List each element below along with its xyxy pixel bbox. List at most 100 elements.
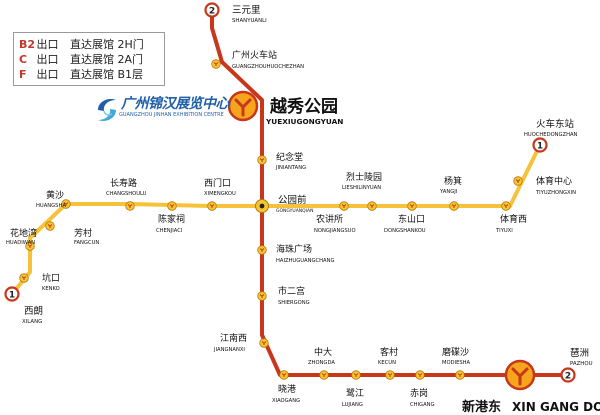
station-name-cn-shiergong: 市二宫 xyxy=(278,285,305,297)
station-name-cn-chenjiaci: 陈家祠 xyxy=(158,213,185,225)
station-name-en-yangji: YANGJI xyxy=(439,189,458,195)
station-name-cn-zhongda: 中大 xyxy=(314,346,332,358)
station-name-en-tiyuzhongxin: TIYUZHONGXIN xyxy=(535,190,576,196)
line-badge-west xyxy=(4,286,20,302)
station-name-cn-haizhuguangchang: 海珠广场 xyxy=(276,243,312,255)
station-name-en-huochedongzhan: HUOCHEDONGZHAN xyxy=(524,132,578,138)
metro-line-2 xyxy=(210,8,570,377)
station-name-cn-fangcun: 芳村 xyxy=(74,227,92,239)
station-name-cn-nongjiangsuo: 农讲所 xyxy=(316,213,343,225)
line-badge-south-east-label: 2 xyxy=(565,371,571,381)
station-name-cn-modiesha: 磨碟沙 xyxy=(442,347,469,358)
station-name-en-haizhuguangchang: HAIZHUGUANGCHANG xyxy=(276,258,334,264)
station-name-cn-guangzhouhuochezhan: 广州火车站 xyxy=(232,49,277,61)
station-name-cn-chigang: 赤岗 xyxy=(410,388,428,399)
station-name-en-kecun: KECUN xyxy=(378,360,396,366)
station-name-en-huadiwan: HUADIWAN xyxy=(6,240,35,246)
station-name-cn-gongyuanqian: 公园前 xyxy=(278,194,307,206)
station-logo-icon xyxy=(47,224,53,228)
station-logo-icon xyxy=(213,62,219,66)
station-name-cn-tiyuzhongxin: 体育中心 xyxy=(536,175,572,187)
legend-code: B2 xyxy=(19,38,36,51)
line-badge-west-label: 1 xyxy=(9,290,15,300)
major-station-name-en-xingangdong: XIN GANG DONG xyxy=(512,400,600,414)
station-name-en-nongjiangsuo: NONGJIANGSUO xyxy=(314,228,356,234)
station-logo-icon xyxy=(503,204,509,208)
station-name-cn-kengkou: 坑口 xyxy=(42,272,60,284)
station-logo-icon xyxy=(409,204,415,208)
station-name-en-lieshilingyuan: LIESHILINYUAN xyxy=(342,185,381,191)
station-name-en-changshoulu: CHANGSHOULU xyxy=(106,191,147,197)
station-name-cn-xiaogang: 晓港 xyxy=(278,383,296,395)
station-name-cn-xilang: 西朗 xyxy=(24,305,43,317)
station-name-en-guangzhouhuochezhan: GUANGZHOUHUOCHEZHAN xyxy=(232,64,304,70)
legend-desc: 直达展馆 B1层 xyxy=(70,68,144,81)
legend-row-f: F 出口 直达展馆 B1层 xyxy=(19,68,143,82)
station-name-en-modiesha: MODIESHA xyxy=(442,360,471,366)
station-logo-icon xyxy=(127,204,133,208)
station-logo-icon xyxy=(417,373,423,377)
station-name-cn-huadiwan: 花地湾 xyxy=(10,227,37,239)
station-logo-icon xyxy=(341,204,347,208)
station-name-cn-kecun: 客村 xyxy=(380,346,398,358)
legend-code: C xyxy=(19,53,28,66)
station-name-cn-pazhou: 琶洲 xyxy=(570,348,589,359)
major-station-marker-xingangdong-logo-icon xyxy=(511,367,529,386)
station-logo-icon xyxy=(515,179,521,183)
station-name-en-xiaogang: XIAOGANG xyxy=(272,398,300,404)
station-name-cn-jiniantang: 纪念堂 xyxy=(276,151,303,163)
station-logo-icon xyxy=(387,373,393,377)
station-logo-icon xyxy=(353,373,359,377)
station-logo-icon xyxy=(169,204,175,208)
station-name-en-fangcun: FANGCUN xyxy=(74,240,99,246)
station-name-en-huangsha: HUANGSHA xyxy=(36,203,66,209)
line-badge-north-label: 2 xyxy=(209,6,215,16)
station-name-en-xilang: XILANG xyxy=(22,319,42,325)
station-name-en-pazhou: PAZHOU xyxy=(570,361,593,367)
exhibition-centre-logo: 广州锦汉展览中心 GUANGZHOU JINHAN EXHIBITION CEN… xyxy=(95,92,235,128)
station-name-en-lujiang: LUJIANG xyxy=(342,402,363,408)
line-badge-east xyxy=(532,137,548,153)
line-badge-south-east xyxy=(560,367,576,383)
station-name-cn-tiyuxi: 体育西 xyxy=(500,213,527,225)
station-logo-icon xyxy=(369,204,375,208)
line-badge-east-label: 1 xyxy=(537,141,543,151)
major-station-name-cn-xingangdong: 新港东 xyxy=(462,399,501,415)
station-name-cn-changshoulu: 长寿路 xyxy=(110,177,137,189)
station-logo-icon xyxy=(261,341,267,345)
station-name-cn-lujiang: 鹭江 xyxy=(346,388,364,399)
major-station-name-en-yuexiu: YUEXIUGONGYUAN xyxy=(265,117,343,126)
station-name-cn-jiangnanxi: 江南西 xyxy=(220,332,247,344)
interchange-center xyxy=(259,203,265,209)
station-name-cn-sanyuanli: 三元里 xyxy=(232,5,261,16)
legend-exit: 出口 xyxy=(36,68,59,81)
major-station-name-cn-yuexiu: 越秀公园 xyxy=(269,96,338,117)
legend-desc: 直达展馆 2A门 xyxy=(70,53,144,66)
station-name-en-gongyuanqian: GONGYUANQIAN xyxy=(276,208,313,214)
station-logo-icon xyxy=(27,244,33,248)
station-name-en-ximenkou: XIMENGKOU xyxy=(204,191,236,197)
station-logo-icon xyxy=(259,248,265,252)
station-name-cn-huangsha: 黄沙 xyxy=(46,189,64,201)
station-name-cn-ximenkou: 西门口 xyxy=(204,177,231,189)
station-name-en-shiergong: SHIERGONG xyxy=(278,300,310,306)
station-logo-icon xyxy=(451,204,457,208)
exit-legend: B2 出口 直达展馆 2H门 C 出口 直达展馆 2A门 F 出口 直达展馆 B… xyxy=(13,32,165,86)
station-name-cn-lieshilingyuan: 烈士陵园 xyxy=(346,171,382,183)
station-name-en-chenjiaci: CHENJIACI xyxy=(156,228,183,234)
station-name-en-sanyuanli: SHANYUANLI xyxy=(232,18,267,24)
station-name-cn-dongshankou: 东山口 xyxy=(398,213,425,225)
legend-exit: 出口 xyxy=(36,53,59,66)
station-name-en-jiangnanxi: JIANGNANXI xyxy=(213,347,245,353)
station-logo-icon xyxy=(259,294,265,298)
station-logo-icon xyxy=(63,202,69,206)
station-logo-icon xyxy=(259,158,265,162)
station-logo-icon xyxy=(281,373,287,377)
legend-code: F xyxy=(19,68,27,81)
station-name-en-zhongda: ZHONGDA xyxy=(308,360,335,366)
station-name-en-tiyuxi: TIYUXI xyxy=(495,228,513,234)
station-logo-icon xyxy=(209,204,215,208)
legend-row-c: C 出口 直达展馆 2A门 xyxy=(19,53,143,67)
legend-exit: 出口 xyxy=(36,38,59,51)
